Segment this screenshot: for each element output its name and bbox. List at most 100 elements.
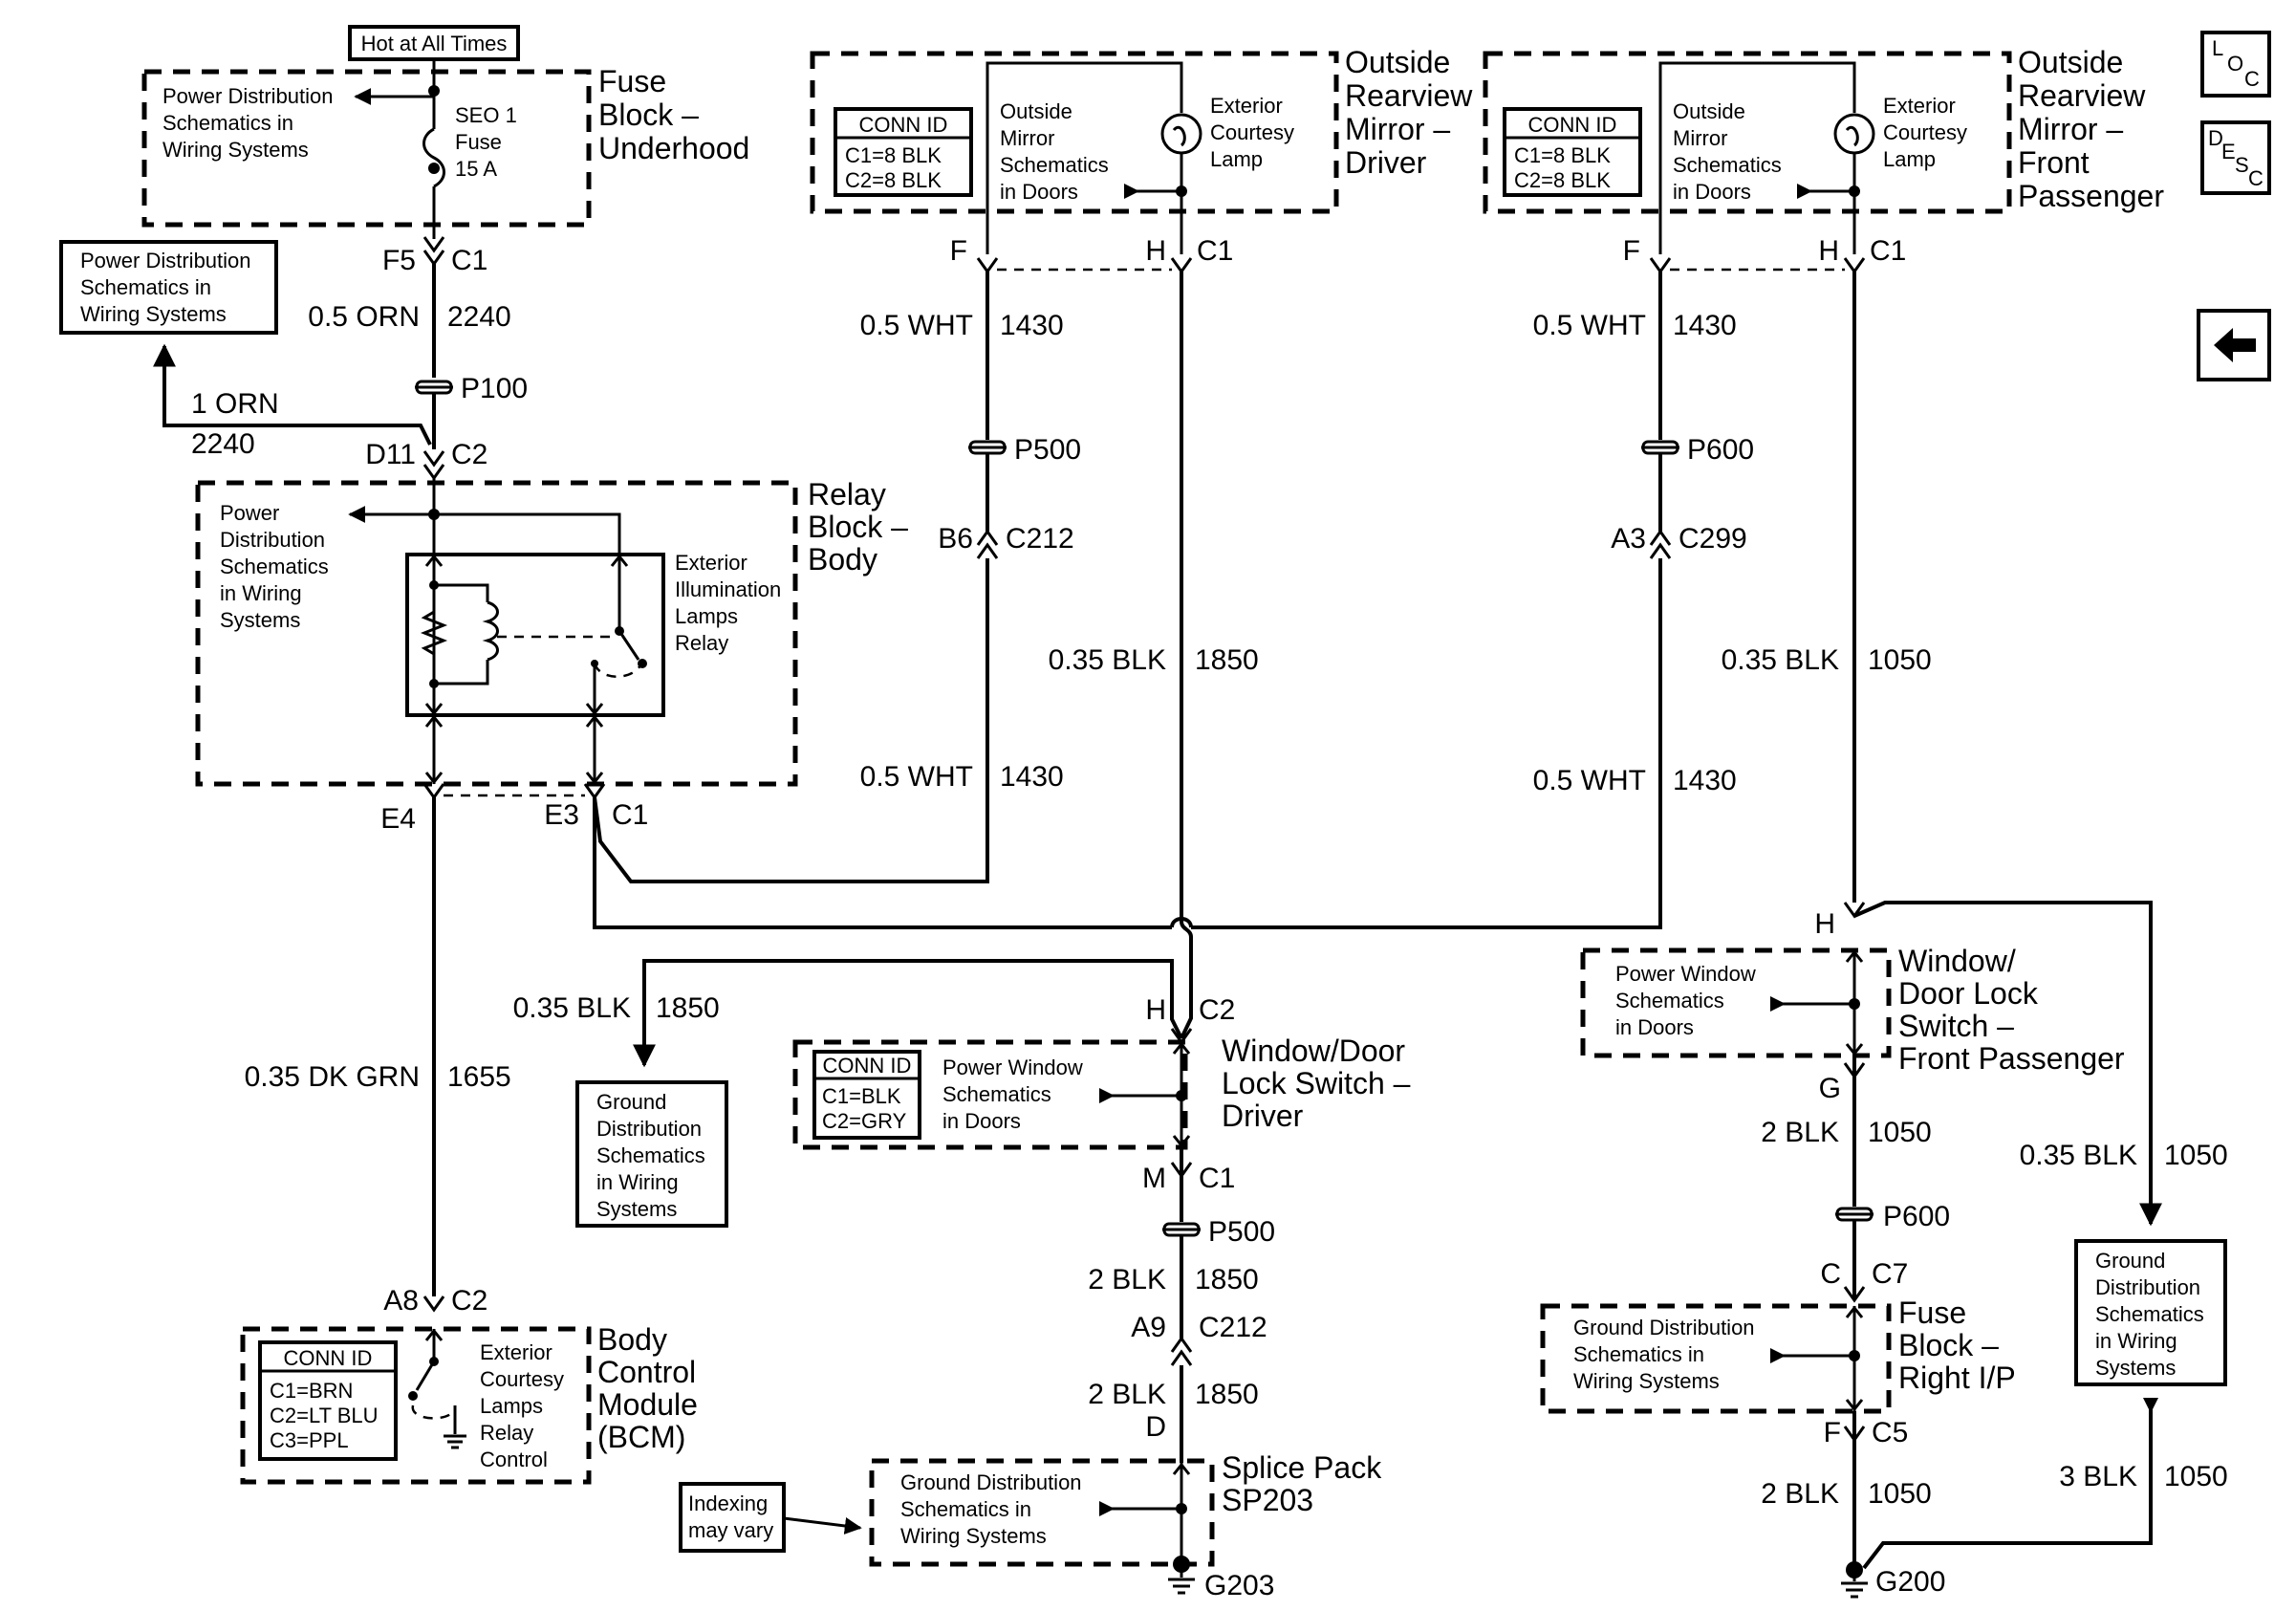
fuse-block-right-ip-title: Fuse Block – Right I/P — [1898, 1295, 2016, 1395]
desc-button[interactable]: D E S C — [2200, 120, 2271, 195]
svg-text:0.5 WHT: 0.5 WHT — [860, 761, 973, 793]
connector-d11-c2: D11 C2 — [365, 439, 487, 481]
body-control-module: Body Control Module (BCM) CONN ID C1=BRN… — [240, 1322, 706, 1485]
fuse-block-right-ip: Ground Distribution Schematics in Wiring… — [1540, 1295, 2016, 1414]
connector-h-passenger: H — [1818, 235, 1839, 267]
exterior-illumination-relay-label: Exterior Illumination Lamps Relay — [675, 551, 787, 655]
svg-text:P600: P600 — [1883, 1201, 1950, 1232]
mirror-passenger-schematics: Outside Mirror Schematics in Doors — [1673, 99, 1787, 204]
back-button[interactable] — [2197, 309, 2271, 381]
svg-text:P500: P500 — [1014, 434, 1081, 466]
svg-text:Ground Distribution Sche: Ground Distribution Schematics in Wiring… — [1573, 1316, 1761, 1393]
connector-c1-relay: C1 — [612, 799, 648, 831]
courtesy-lamp-icon — [1833, 113, 1875, 155]
window-door-lock-switch-driver: CONN ID C1=BLK C2=GRY Power Window Schem… — [792, 1034, 1411, 1150]
svg-text:2 BLK: 2 BLK — [1088, 1379, 1166, 1410]
ground-g203: G203 — [1168, 1556, 1274, 1601]
mirror-passenger-title: Outside Rearview Mirror – Front Passenge… — [2018, 45, 2164, 213]
svg-text:C: C — [1820, 1258, 1841, 1290]
svg-text:C2: C2 — [451, 1285, 487, 1317]
mirror-passenger-conn-id — [1503, 107, 1642, 197]
svg-text:1050: 1050 — [2164, 1461, 2228, 1492]
svg-text:C2: C2 — [1199, 994, 1235, 1026]
svg-text:C7: C7 — [1872, 1258, 1908, 1290]
svg-text:L: L — [2212, 36, 2223, 60]
svg-text:M: M — [1142, 1163, 1166, 1194]
svg-text:0.35 BLK: 0.35 BLK — [513, 992, 631, 1024]
fuse-block-underhood-outline — [141, 69, 592, 228]
svg-text:1850: 1850 — [1195, 1379, 1259, 1410]
connector-e4: E4 — [380, 803, 416, 835]
back-arrow-icon — [2214, 328, 2256, 362]
svg-text:0.5 WHT: 0.5 WHT — [860, 310, 973, 341]
svg-text:1430: 1430 — [1673, 310, 1737, 341]
mirror-driver-conn-id — [834, 107, 973, 197]
svg-text:3 BLK: 3 BLK — [2059, 1461, 2137, 1492]
svg-text:1050: 1050 — [1868, 1117, 1932, 1148]
connector-c-c7: C C7 — [1820, 1258, 1908, 1303]
courtesy-lamp-icon — [1160, 113, 1202, 155]
svg-text:CONN ID: CONN ID — [284, 1346, 373, 1370]
wire-2240-circuit: 2240 — [447, 301, 511, 333]
connector-d11: D11 — [365, 439, 416, 470]
svg-text:0.35 BLK: 0.35 BLK — [2020, 1140, 2137, 1171]
splice-p500-top: P500 — [968, 434, 1081, 466]
svg-text:Ground Distribution: Ground Distribution Schematics in Wiring… — [596, 1090, 711, 1221]
svg-text:P500: P500 — [1208, 1216, 1275, 1248]
relay-pd-schematics: Power Distribution Schematics in Wiring … — [220, 501, 335, 632]
svg-text:G200: G200 — [1875, 1566, 1945, 1598]
svg-text:Ground Distribution Sche: Ground Distribution Schematics in Wiring… — [900, 1470, 1088, 1548]
connector-a8-c2: A8 C2 — [383, 1285, 487, 1317]
svg-text:Indexing may vary: Indexing may vary — [688, 1491, 773, 1542]
hot-at-all-times-label: Hot at All Times — [361, 32, 508, 55]
indexing-note: Indexing may vary — [679, 1482, 862, 1553]
svg-text:C212: C212 — [1006, 523, 1074, 555]
svg-text:D: D — [2208, 126, 2223, 150]
mirror-passenger-lamp-label: Exterior Courtesy Lamp — [1883, 94, 1973, 171]
connector-g: G — [1819, 1073, 1841, 1104]
svg-text:C: C — [2248, 166, 2264, 190]
wire-1-orn-size: 1 ORN — [191, 388, 279, 420]
svg-text:1655: 1655 — [447, 1061, 511, 1093]
mirror-driver-lamp-label: Exterior Courtesy Lamp — [1210, 94, 1300, 171]
svg-text:Power Window Schematics: Power Window Schematics in Doors — [942, 1056, 1089, 1133]
fuse-block-underhood-title: Fuse Block – Underhood — [598, 64, 749, 165]
loc-button[interactable]: L O C — [2200, 31, 2271, 98]
switch-passenger-title: Window/ Door Lock Switch – Front Passeng… — [1898, 944, 2125, 1076]
svg-text:Power Distribution Schem: Power Distribution Schematics in Wiring … — [80, 249, 257, 326]
bcm-relay-label: Exterior Courtesy Lamps Relay Control — [480, 1340, 570, 1471]
svg-text:A9: A9 — [1131, 1312, 1166, 1343]
splice-p600-top: P600 — [1641, 434, 1754, 466]
connector-a9-c212: A9 C212 — [1131, 1312, 1267, 1366]
wire-1-orn-circuit: 2240 — [191, 428, 255, 460]
svg-text:0.5 WHT: 0.5 WHT — [1533, 765, 1646, 796]
svg-text:C299: C299 — [1679, 523, 1747, 555]
svg-text:A8: A8 — [383, 1285, 419, 1317]
connector-m-c1: M C1 — [1142, 1162, 1235, 1194]
bcm-title: Body Control Module (BCM) — [597, 1322, 706, 1454]
svg-text:C1=BRN C2=LT BLU C: C1=BRN C2=LT BLU C3=PPL — [270, 1379, 384, 1452]
connector-f5-c1: F5 C1 — [382, 236, 487, 276]
svg-text:E: E — [2221, 140, 2236, 163]
connector-f-driver: F — [950, 235, 967, 267]
ground-g200: G200 — [1841, 1561, 1945, 1599]
svg-text:1850: 1850 — [1195, 644, 1259, 676]
connector-h-passenger-switch: H — [1814, 902, 1866, 940]
svg-text:F: F — [1824, 1417, 1841, 1448]
switch-driver-conn-id — [812, 1050, 921, 1140]
fuse-label: SEO 1 Fuse 15 A — [455, 103, 523, 181]
svg-text:CONN ID: CONN ID — [859, 113, 948, 137]
fuse-block-underhood: Hot at All Times Fuse Block – Underhood … — [141, 25, 749, 239]
wire-2240-size: 0.5 ORN — [308, 301, 420, 333]
relay-block-body: Relay Block – Body Power Distribution Sc… — [195, 477, 908, 787]
fuse-icon — [422, 127, 445, 188]
svg-text:2 BLK: 2 BLK — [1761, 1478, 1839, 1510]
svg-text:CONN ID: CONN ID — [1528, 113, 1617, 137]
connector-a3-c299: A3 C299 — [1611, 523, 1747, 559]
svg-text:C5: C5 — [1872, 1417, 1908, 1448]
connector-d: D — [1145, 1411, 1166, 1443]
svg-text:CONN ID: CONN ID — [823, 1054, 912, 1078]
svg-text:A3: A3 — [1611, 523, 1646, 555]
connector-c1: C1 — [451, 245, 487, 276]
